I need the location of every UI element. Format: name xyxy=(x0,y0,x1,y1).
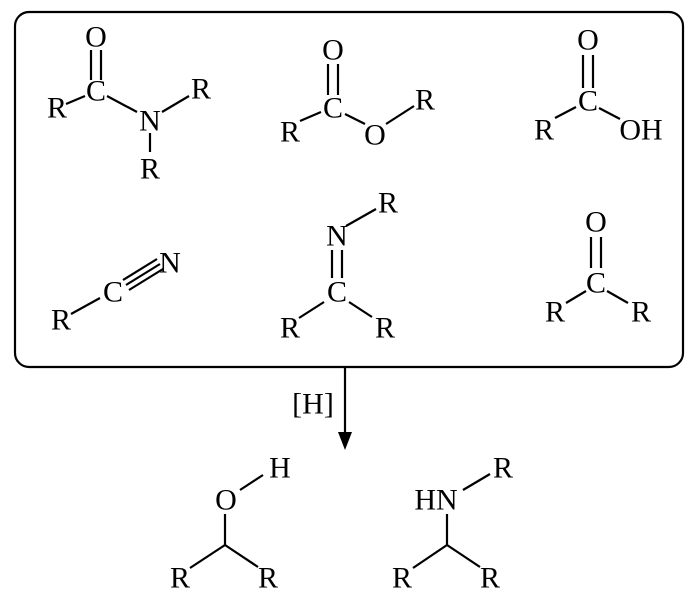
amine-hn-label: HN xyxy=(414,484,457,517)
ester-r-left-label: R xyxy=(280,116,300,149)
amine-r-right-label: R xyxy=(480,562,500,595)
alcohol-rc-left-bond xyxy=(189,544,226,569)
amine-r-n-label: R xyxy=(493,452,513,485)
alcohol-oh-bond xyxy=(239,474,264,491)
amine-structure: HN R R R xyxy=(392,452,513,595)
acid-structure: O C R OH xyxy=(534,24,663,147)
amide-r-left-label: R xyxy=(47,92,67,125)
nitrile-triple-bond-2 xyxy=(125,263,161,286)
nitrile-triple-bond-3 xyxy=(128,268,164,291)
amide-oxygen-label: O xyxy=(85,21,107,54)
amide-nitrogen-label: N xyxy=(139,105,161,138)
ester-oxygen-top-label: O xyxy=(322,34,344,67)
amide-r-n-down-label: R xyxy=(140,153,160,186)
substrate-box xyxy=(13,10,685,369)
acid-oxygen-label: O xyxy=(577,24,599,57)
alcohol-rc-right-bond xyxy=(224,544,259,568)
ketone-r-right-label: R xyxy=(631,296,651,329)
ester-o-r-bond xyxy=(385,105,415,125)
alcohol-hydrogen-label: H xyxy=(269,452,291,485)
nitrile-structure: R C N xyxy=(51,247,181,337)
alcohol-oxygen-label: O xyxy=(215,484,237,517)
amine-r-left-label: R xyxy=(392,562,412,595)
alcohol-structure: H O R R xyxy=(170,452,291,595)
nitrile-nitrogen-label: N xyxy=(159,247,181,280)
amide-carbon-label: C xyxy=(86,75,106,108)
imine-nitrogen-label: N xyxy=(326,220,348,253)
nitrile-carbon-label: C xyxy=(103,276,123,309)
ester-oxygen-ether-label: O xyxy=(364,119,386,152)
nitrile-rc-bond xyxy=(70,297,101,315)
acid-hydroxyl-label: OH xyxy=(619,114,662,147)
ester-c-o-bond xyxy=(344,113,366,125)
acid-carbon-label: C xyxy=(578,85,598,118)
ketone-carbon-label: C xyxy=(586,267,606,300)
imine-structure: N R C R R xyxy=(280,187,398,345)
nitrile-r-label: R xyxy=(51,304,71,337)
amine-nr-bond xyxy=(462,473,491,491)
imine-rc-right-bond xyxy=(348,301,373,318)
amide-nr-bond xyxy=(161,95,190,113)
reaction-arrow: [H] xyxy=(292,367,352,450)
ester-rc-bond xyxy=(299,110,322,123)
amide-cn-bond xyxy=(106,95,138,113)
amine-rc-right-bond xyxy=(446,544,481,568)
imine-rc-left-bond xyxy=(298,301,325,319)
nitrile-triple-bond-1 xyxy=(122,258,158,281)
ketone-oxygen-label: O xyxy=(585,206,607,239)
imine-r-n-label: R xyxy=(378,187,398,220)
alcohol-r-left-label: R xyxy=(170,562,190,595)
acid-c-oh-bond xyxy=(598,107,621,120)
ketone-r-left-label: R xyxy=(545,296,565,329)
amide-rc-bond xyxy=(65,94,86,106)
amide-structure: O C R N R R xyxy=(47,21,211,186)
arrow-head xyxy=(338,432,352,450)
imine-carbon-label: C xyxy=(327,276,347,309)
amine-rc-left-bond xyxy=(412,544,448,569)
ester-structure: O C R O R xyxy=(280,34,435,152)
imine-nr-bond xyxy=(345,208,377,227)
imine-r-right-label: R xyxy=(375,312,395,345)
alcohol-r-right-label: R xyxy=(258,562,278,595)
imine-r-left-label: R xyxy=(280,312,300,345)
ester-carbon-label: C xyxy=(323,92,343,125)
ester-r-right-label: R xyxy=(415,84,435,117)
acid-rc-bond xyxy=(554,106,577,119)
amide-r-n-right-label: R xyxy=(191,73,211,106)
reagent-label: [H] xyxy=(292,388,334,421)
acid-r-left-label: R xyxy=(534,114,554,147)
ketone-rc-right-bond xyxy=(606,290,629,304)
ketone-rc-left-bond xyxy=(565,290,587,304)
ketone-structure: O C R R xyxy=(545,206,651,329)
